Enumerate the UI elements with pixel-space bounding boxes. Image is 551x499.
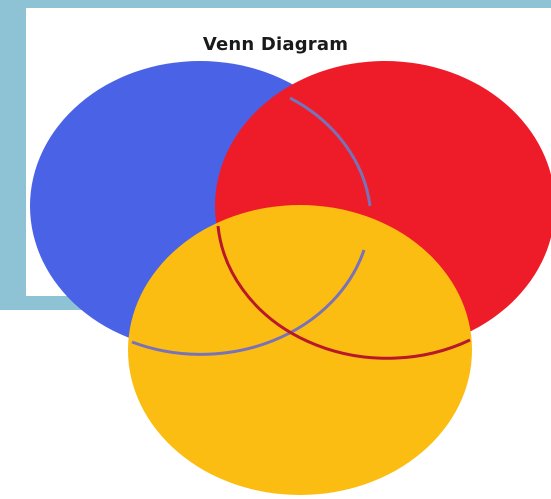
diagram-title: Venn Diagram <box>0 34 551 55</box>
set-c-circle <box>128 205 472 495</box>
